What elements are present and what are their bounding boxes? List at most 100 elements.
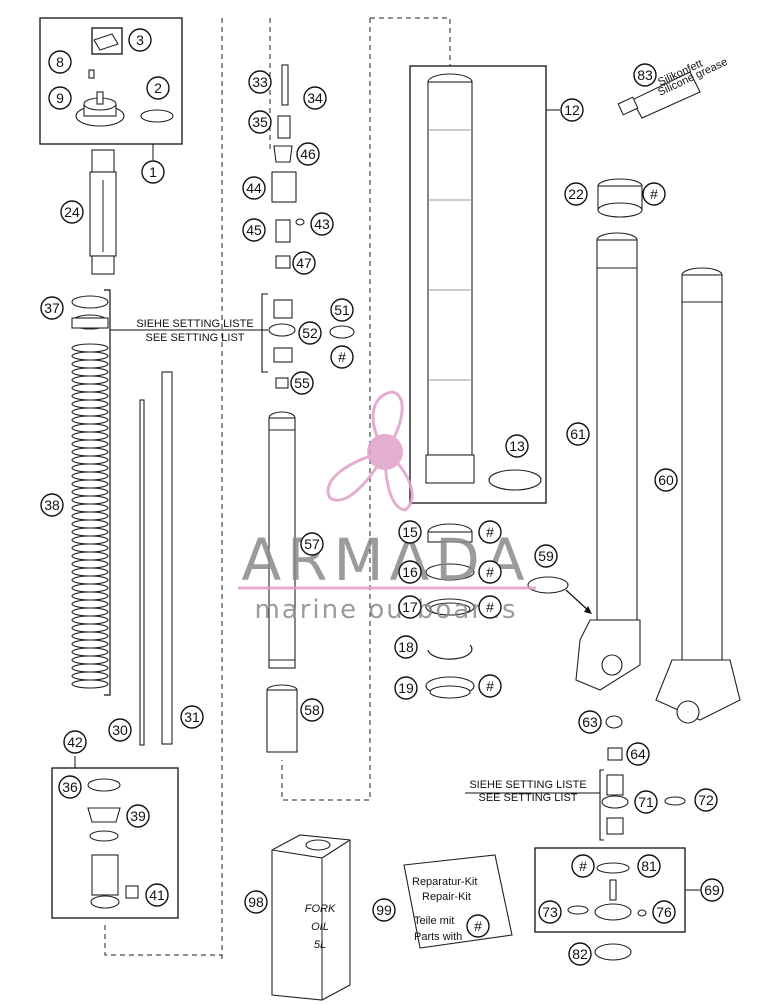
callout-46: 46 [296,142,320,166]
spring-coil [71,367,109,377]
spring-coil [71,391,109,401]
callout-82: 82 [568,942,592,966]
callout-43: 43 [310,212,334,236]
setting-bracket-bottom [599,769,604,841]
spring-coil [71,471,109,481]
spring-coil [71,479,109,489]
damper-tube-part-24 [89,149,117,275]
callout-12: 12 [560,98,584,122]
callout-label: 51 [334,302,350,318]
spring-coil [71,623,109,633]
spring-coil [71,495,109,505]
grease-tube-part-83: Silikonfett Silicone grease [617,56,729,119]
group-box-42 [51,767,179,919]
callout-30: 30 [108,718,132,742]
spring-coil [71,639,109,649]
screw-part-8 [88,69,95,79]
callout-51: 51 [330,298,354,322]
callout-38: 38 [40,493,64,517]
spring-coil [71,575,109,585]
callout-label: 2 [154,80,162,96]
callout-71: 71 [634,790,658,814]
bushing-part-22 [597,178,643,218]
spring-coil [71,679,109,689]
clip-part-3 [91,27,123,55]
group-box-12 [409,65,547,504]
seal-parts-15-19 [425,523,475,699]
spring-coil [71,655,109,665]
callout-1: 1 [141,160,165,184]
inner-tube-part-60 [655,267,741,724]
callout-44: 44 [242,176,266,200]
callout-label: 59 [538,548,554,564]
setting-list-de-bottom: SIEHE SETTING LISTE [469,779,586,791]
callout-label: 55 [294,375,310,391]
group-box-1 [39,17,183,145]
callout-label: 72 [698,792,714,808]
callout-22: 22 [564,182,588,206]
dashed-guide-center [281,18,371,801]
callout-83: 83 [633,63,657,87]
spring-coil [71,423,109,433]
callout-label: 8 [56,54,64,70]
callout-label: 69 [704,882,720,898]
callout-98: 98 [244,890,268,914]
spring-coil [71,439,109,449]
callout-label: 71 [638,794,654,810]
oil-can-line3: 5L [314,939,326,951]
callout-76: 76 [652,900,676,924]
callout-label: 35 [252,114,268,130]
callout-hash: # [478,595,502,619]
spring-coil [71,631,109,641]
spring-coil [71,455,109,465]
spring-coil [71,599,109,609]
callout-label: 39 [130,808,146,824]
spring-coil [71,383,109,393]
o-ring-part-59 [527,576,569,594]
callout-label: 31 [184,709,200,725]
dashed-guide-bottom [104,925,222,956]
repair-kit-line4: Parts with [414,931,462,943]
spring-coil [71,615,109,625]
callout-label: 52 [302,325,318,341]
callout-15: 15 [398,520,422,544]
oil-can-line1: FORK [305,903,336,915]
spring-coil [71,399,109,409]
spring-coil [71,343,109,353]
callout-hash: # [466,914,490,938]
callout-label: 13 [509,438,525,454]
callout-label: 33 [252,74,268,90]
watermark-tagline: marine outboards [254,595,517,625]
callout-label: 73 [542,904,558,920]
spring-coil [71,447,109,457]
cartridge-parts-42 [87,778,139,909]
repair-kit-line3: Teile mit [414,915,454,927]
callout-label: # [486,599,494,615]
callout-label: 98 [248,894,264,910]
callout-label: # [474,918,482,934]
callout-36: 36 [58,775,82,799]
callout-label: 24 [64,204,80,220]
valve-stack-parts [271,64,305,269]
shim-stack-parts [268,299,355,389]
callout-label: 19 [398,680,414,696]
callout-label: 58 [304,702,320,718]
callout-label: 76 [656,904,672,920]
setting-list-de-top: SIEHE SETTING LISTE [136,318,253,330]
setting-list-en-bottom: SEE SETTING LIST [478,792,577,804]
callout-31: 31 [180,705,204,729]
spring-coil [71,535,109,545]
spring-coil [71,431,109,441]
callout-73: 73 [538,900,562,924]
spring-coil [71,503,109,513]
callout-35: 35 [248,110,272,134]
callout-label: 83 [637,67,653,83]
callout-label: # [650,186,658,202]
washer-part-37 [71,295,109,330]
callout-hash: # [642,182,666,206]
repair-kit-de: Reparatur-Kit [412,876,477,888]
callout-41: 41 [145,883,169,907]
callout-16: 16 [398,560,422,584]
callout-58: 58 [300,698,324,722]
